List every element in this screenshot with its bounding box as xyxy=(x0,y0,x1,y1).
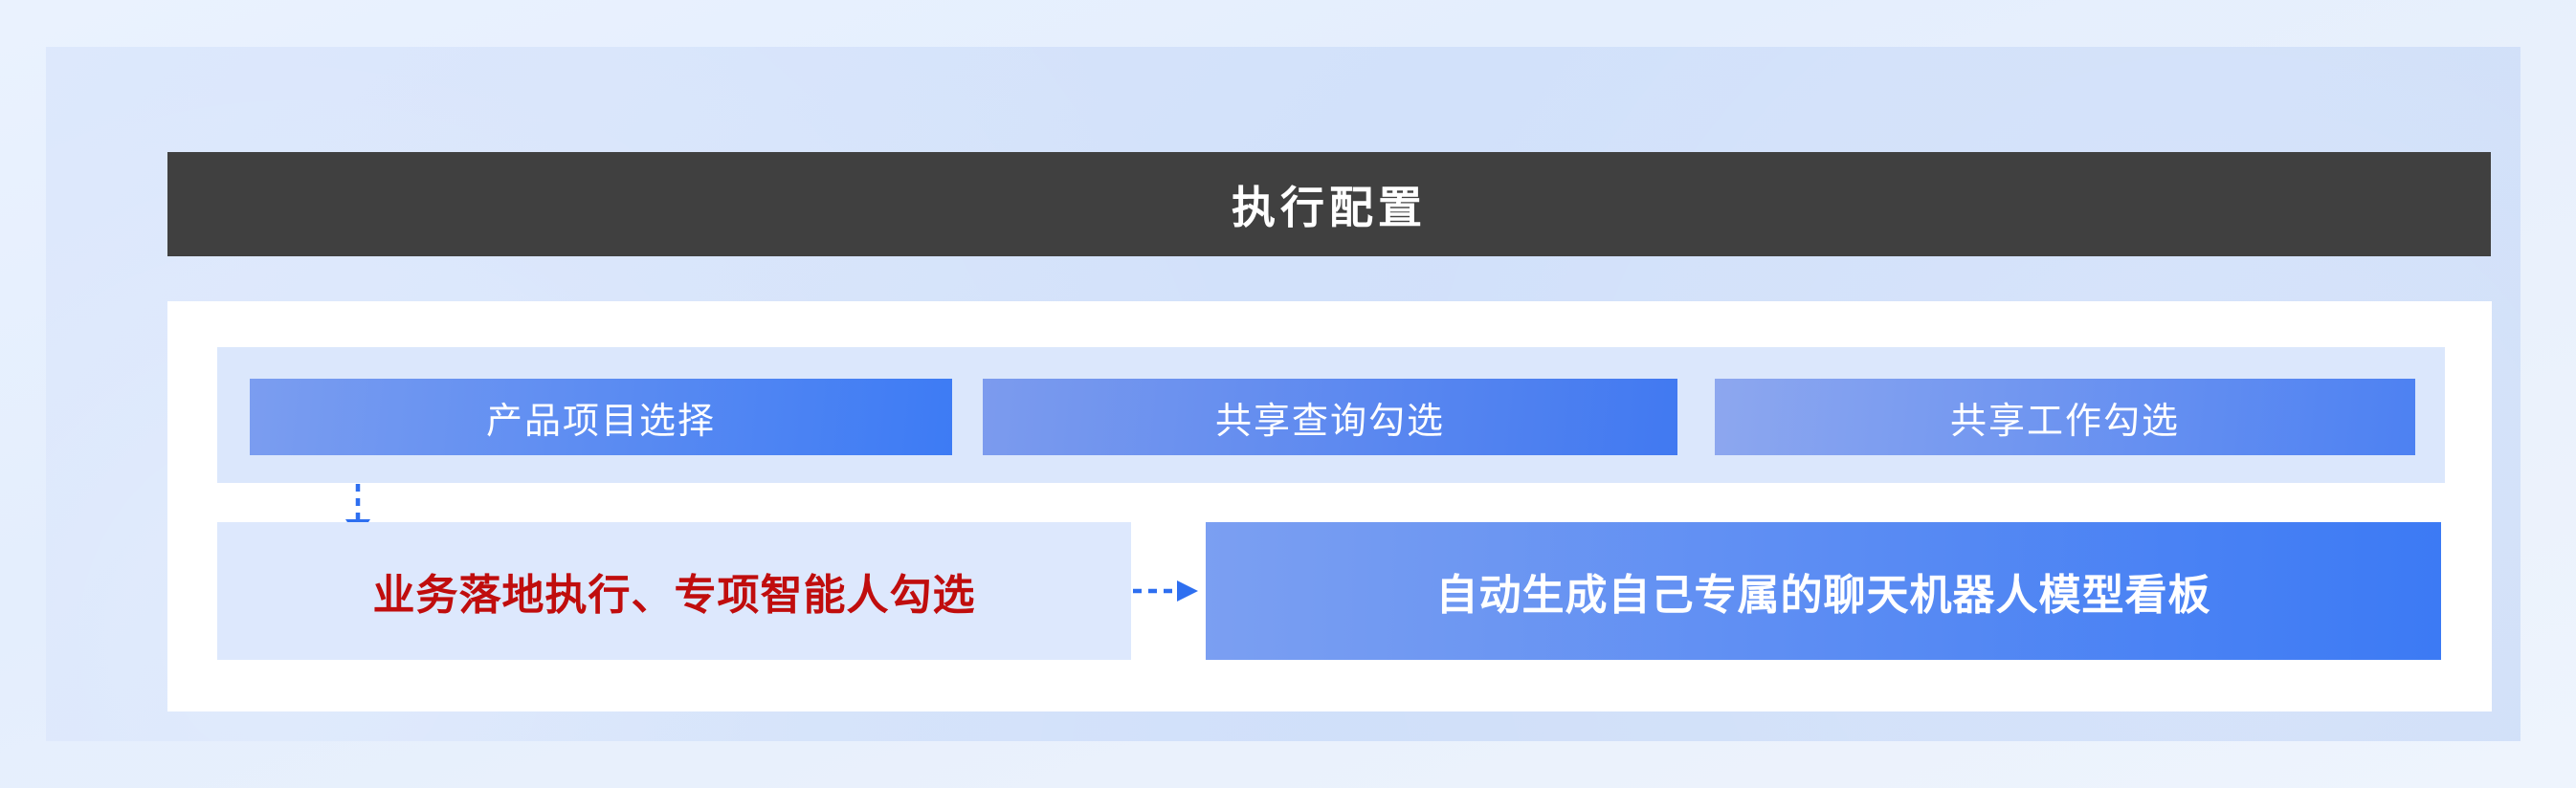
right-arrow-icon xyxy=(1133,580,1198,602)
step-node-shared-work-check: 共享工作勾选 xyxy=(1715,379,2415,455)
step-node-product-project-selection: 产品项目选择 xyxy=(250,379,952,455)
output-box: 自动生成自己专属的聊天机器人模型看板 xyxy=(1206,522,2441,660)
selection-box-label: 业务落地执行、专项智能人勾选 xyxy=(372,572,976,619)
step-label: 产品项目选择 xyxy=(485,401,716,442)
selection-box: 业务落地执行、专项智能人勾选 xyxy=(217,522,1131,660)
outer-panel: 执行配置 产品项目选择 共享查询勾选 共享工作勾选 业务落地执行、专项智能人勾选… xyxy=(46,47,2520,741)
title-bar: 执行配置 xyxy=(167,152,2491,256)
output-box-label: 自动生成自己专属的聊天机器人模型看板 xyxy=(1435,572,2211,619)
step-label: 共享查询勾选 xyxy=(1214,401,1445,442)
step-node-shared-query-check: 共享查询勾选 xyxy=(983,379,1677,455)
page-title: 执行配置 xyxy=(1232,182,1427,232)
step-label: 共享工作勾选 xyxy=(1949,401,2180,442)
